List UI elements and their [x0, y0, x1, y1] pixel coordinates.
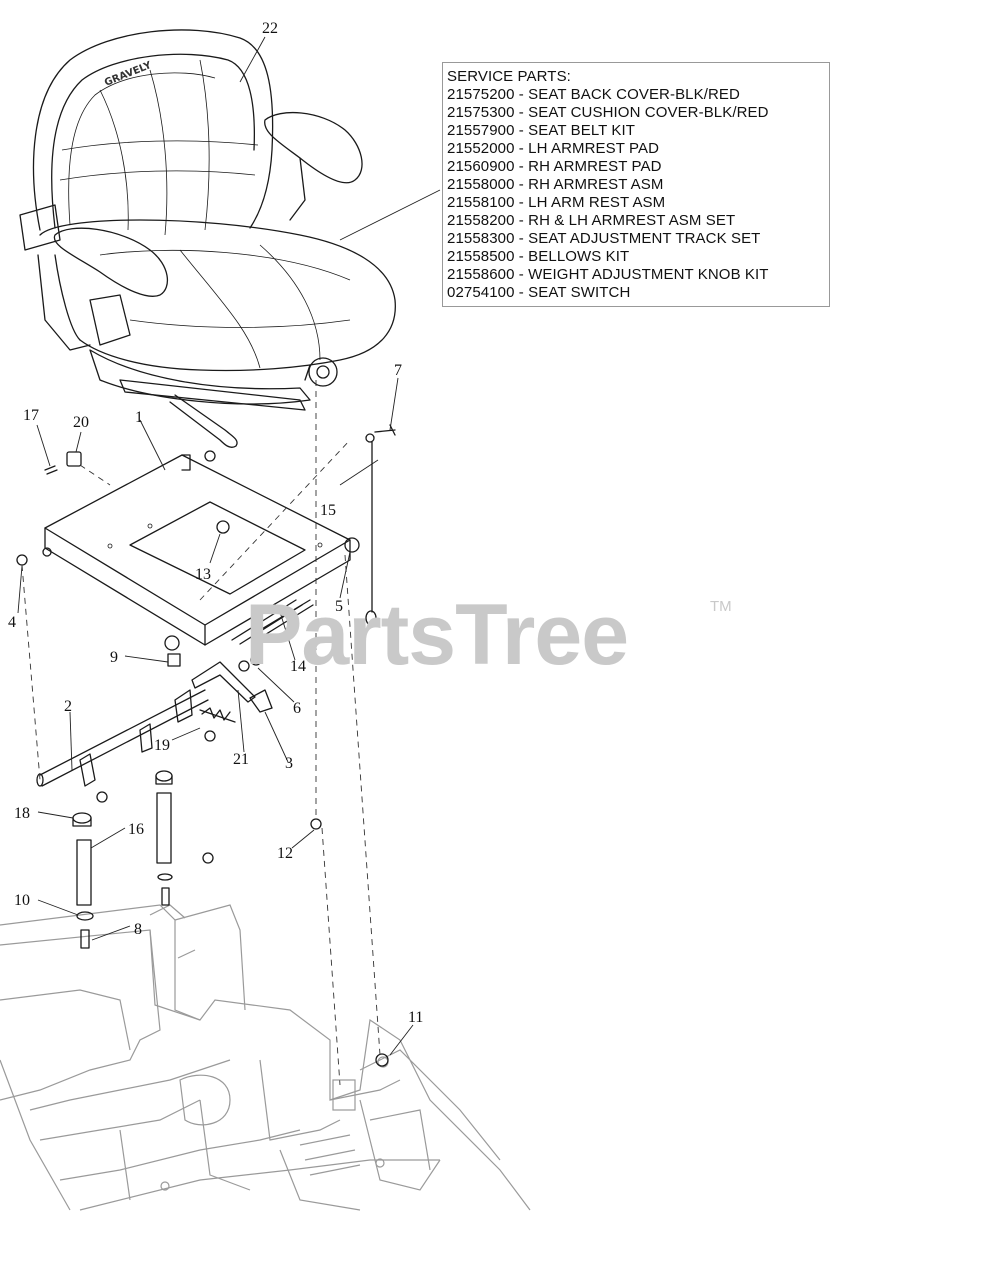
small-parts [16, 424, 396, 1067]
callout-8: 8 [134, 921, 142, 938]
seat-plate [42, 450, 351, 646]
seat-assembly: GRAVELY [19, 29, 396, 448]
service-part-item: 21558300 - SEAT ADJUSTMENT TRACK SET [447, 230, 761, 247]
callout-12: 12 [277, 845, 293, 862]
callout-17: 17 [23, 407, 39, 424]
service-parts-heading: SERVICE PARTS: [447, 68, 571, 85]
watermark-trademark: TM [710, 598, 732, 615]
callout-19: 19 [154, 737, 170, 754]
callout-11: 11 [408, 1009, 423, 1026]
callout-14: 14 [290, 658, 306, 675]
service-part-item: 21558600 - WEIGHT ADJUSTMENT KNOB KIT [447, 266, 769, 283]
callout-18: 18 [14, 805, 30, 822]
callout-22: 22 [262, 20, 278, 37]
service-part-item: 21575300 - SEAT CUSHION COVER-BLK/RED [447, 104, 769, 121]
service-part-item: 21557900 - SEAT BELT KIT [447, 122, 636, 139]
callout-15: 15 [320, 502, 336, 519]
callout-6: 6 [293, 700, 301, 717]
leader-lines [17, 36, 441, 1056]
service-part-item: 21558000 - RH ARMREST ASM [447, 176, 664, 193]
callout-16: 16 [128, 821, 144, 838]
callout-20: 20 [73, 414, 89, 431]
callout-10: 10 [14, 892, 30, 909]
callout-13: 13 [195, 566, 211, 583]
service-part-item: 21558200 - RH & LH ARMREST ASM SET [447, 212, 736, 229]
alignment-lines [21, 380, 381, 1086]
partstree-watermark: PartsTree [245, 587, 629, 683]
callout-7: 7 [394, 362, 402, 379]
service-parts-box: SERVICE PARTS: 21575200 - SEAT BACK COVE… [442, 62, 830, 307]
service-part-item: 21558500 - BELLOWS KIT [447, 248, 630, 265]
service-part-item: 02754100 - SEAT SWITCH [447, 284, 631, 301]
service-part-item: 21575200 - SEAT BACK COVER-BLK/RED [447, 86, 740, 103]
callout-2: 2 [64, 698, 72, 715]
seat-brand-logo: GRAVELY [103, 60, 154, 89]
callout-3: 3 [285, 755, 293, 772]
service-part-item: 21552000 - LH ARMREST PAD [447, 140, 660, 157]
callouts: 22 7 17 20 1 15 13 4 5 14 9 6 2 19 21 3 … [8, 20, 423, 1026]
callout-5: 5 [335, 598, 343, 615]
callout-21: 21 [233, 751, 249, 768]
service-part-item: 21558100 - LH ARM REST ASM [447, 194, 666, 211]
callout-4: 4 [8, 614, 16, 631]
callout-9: 9 [110, 649, 118, 666]
mower-frame [0, 904, 531, 1211]
callout-1: 1 [135, 409, 143, 426]
service-part-item: 21560900 - RH ARMREST PAD [447, 158, 662, 175]
